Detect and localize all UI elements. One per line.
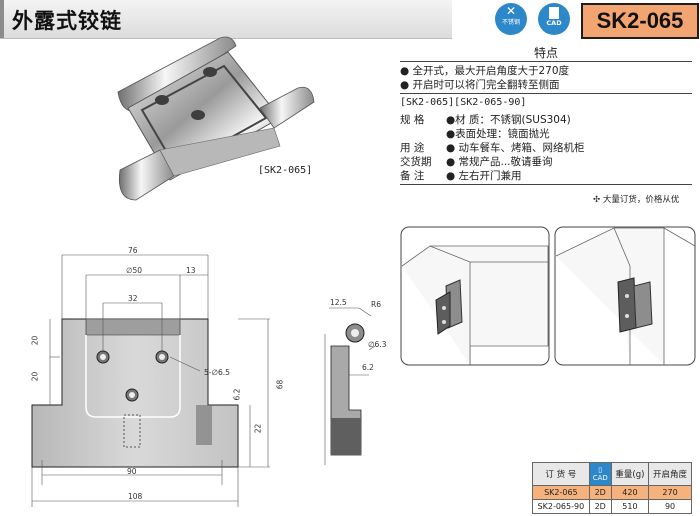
spec-row-usage: 用 途● 动车餐车、烤箱、网络机柜 [400,142,585,154]
table-cell: 420 [610,485,650,500]
feature-bullet-1: ● 全开式，最大开启角度大于270度 [400,65,570,77]
spec-row-finish: ●表面处理：镜面抛光 [446,128,550,140]
feature-bullet-2: ● 开启时可以将门完全翻转至侧面 [400,79,560,91]
install-illustration-closed [400,226,550,366]
table-cell: 2D [588,485,612,500]
dim-76: 76 [128,246,138,255]
dim-6-3: ∅6.3 [368,340,387,349]
spec-row-note: 备 注● 左右开门兼用 [400,170,522,182]
table-header: 重量(g) [610,462,650,486]
dim-20-bottom: 20 [30,371,40,382]
cad-badge-label: CAD [546,19,562,27]
table-cell: 510 [610,499,650,514]
stainless-badge: ✕ 不锈钢 [495,3,527,35]
table-cell: SK2-065-90 [532,499,590,514]
spec-models: [SK2-065][SK2-065-90] [400,97,527,108]
dim-13: 13 [186,266,196,275]
table-cell: SK2-065 [532,485,590,500]
side-view-drawing [324,307,376,465]
cad-badge: CAD [538,3,570,35]
dim-6-2-front: 6.2 [232,388,242,401]
install-illustration-open [554,226,696,366]
features-divider [400,61,692,62]
dim-12-5: 12.5 [330,298,347,307]
page-title: 外露式铰链 [12,9,122,33]
model-number-box: SK2-065 [581,3,699,39]
table-header: 开启角度 [648,462,692,486]
dim-68: 68 [275,379,285,390]
photo-caption: [SK2-065] [258,165,313,176]
dim-108: 108 [128,492,143,501]
dim-6-2-side: 6.2 [362,363,374,372]
table-header: 订 货 号 [532,462,590,486]
spec-row-material: 规 格●材 质：不锈钢(SUS304) [400,114,571,126]
table-row: SK2-065-90 2D 510 90 [532,499,692,514]
title-accent [0,0,4,38]
sparkle-icon: ✣ [593,195,603,205]
table-cell: 90 [648,499,692,514]
front-view-drawing [31,254,270,507]
dim-r6: R6 [371,300,381,309]
document-icon [549,7,559,19]
features-title: 特点 [534,46,559,60]
specs-divider [400,93,692,94]
dim-32: 32 [128,294,138,303]
table-header: ▯CAD [588,462,612,486]
dim-holes: 5-∅6.5 [204,368,230,377]
dim-20-top: 20 [30,335,40,346]
dim-90: 90 [127,467,137,476]
cad-icon: ▯ [598,466,603,474]
stainless-icon: ✕ [505,4,517,18]
table-header-row: 订 货 号 ▯CAD 重量(g) 开启角度 [532,462,692,486]
spec-row-delivery: 交货期● 常规产品...敬请垂询 [400,156,553,168]
table-row: SK2-065 2D 420 270 [532,485,692,500]
order-table: 订 货 号 ▯CAD 重量(g) 开启角度 SK2-065 2D 420 270… [532,462,692,514]
table-cell: 270 [648,485,692,500]
dim-22: 22 [253,423,263,434]
table-cell: 2D [588,499,612,514]
specs-bottom-divider [400,184,692,185]
hinge-photo [117,36,315,201]
bulk-note: ✣ 大量订货，价格从优 [593,195,680,205]
dim-50: ∅50 [126,266,143,275]
stainless-badge-label: 不锈钢 [501,19,520,26]
